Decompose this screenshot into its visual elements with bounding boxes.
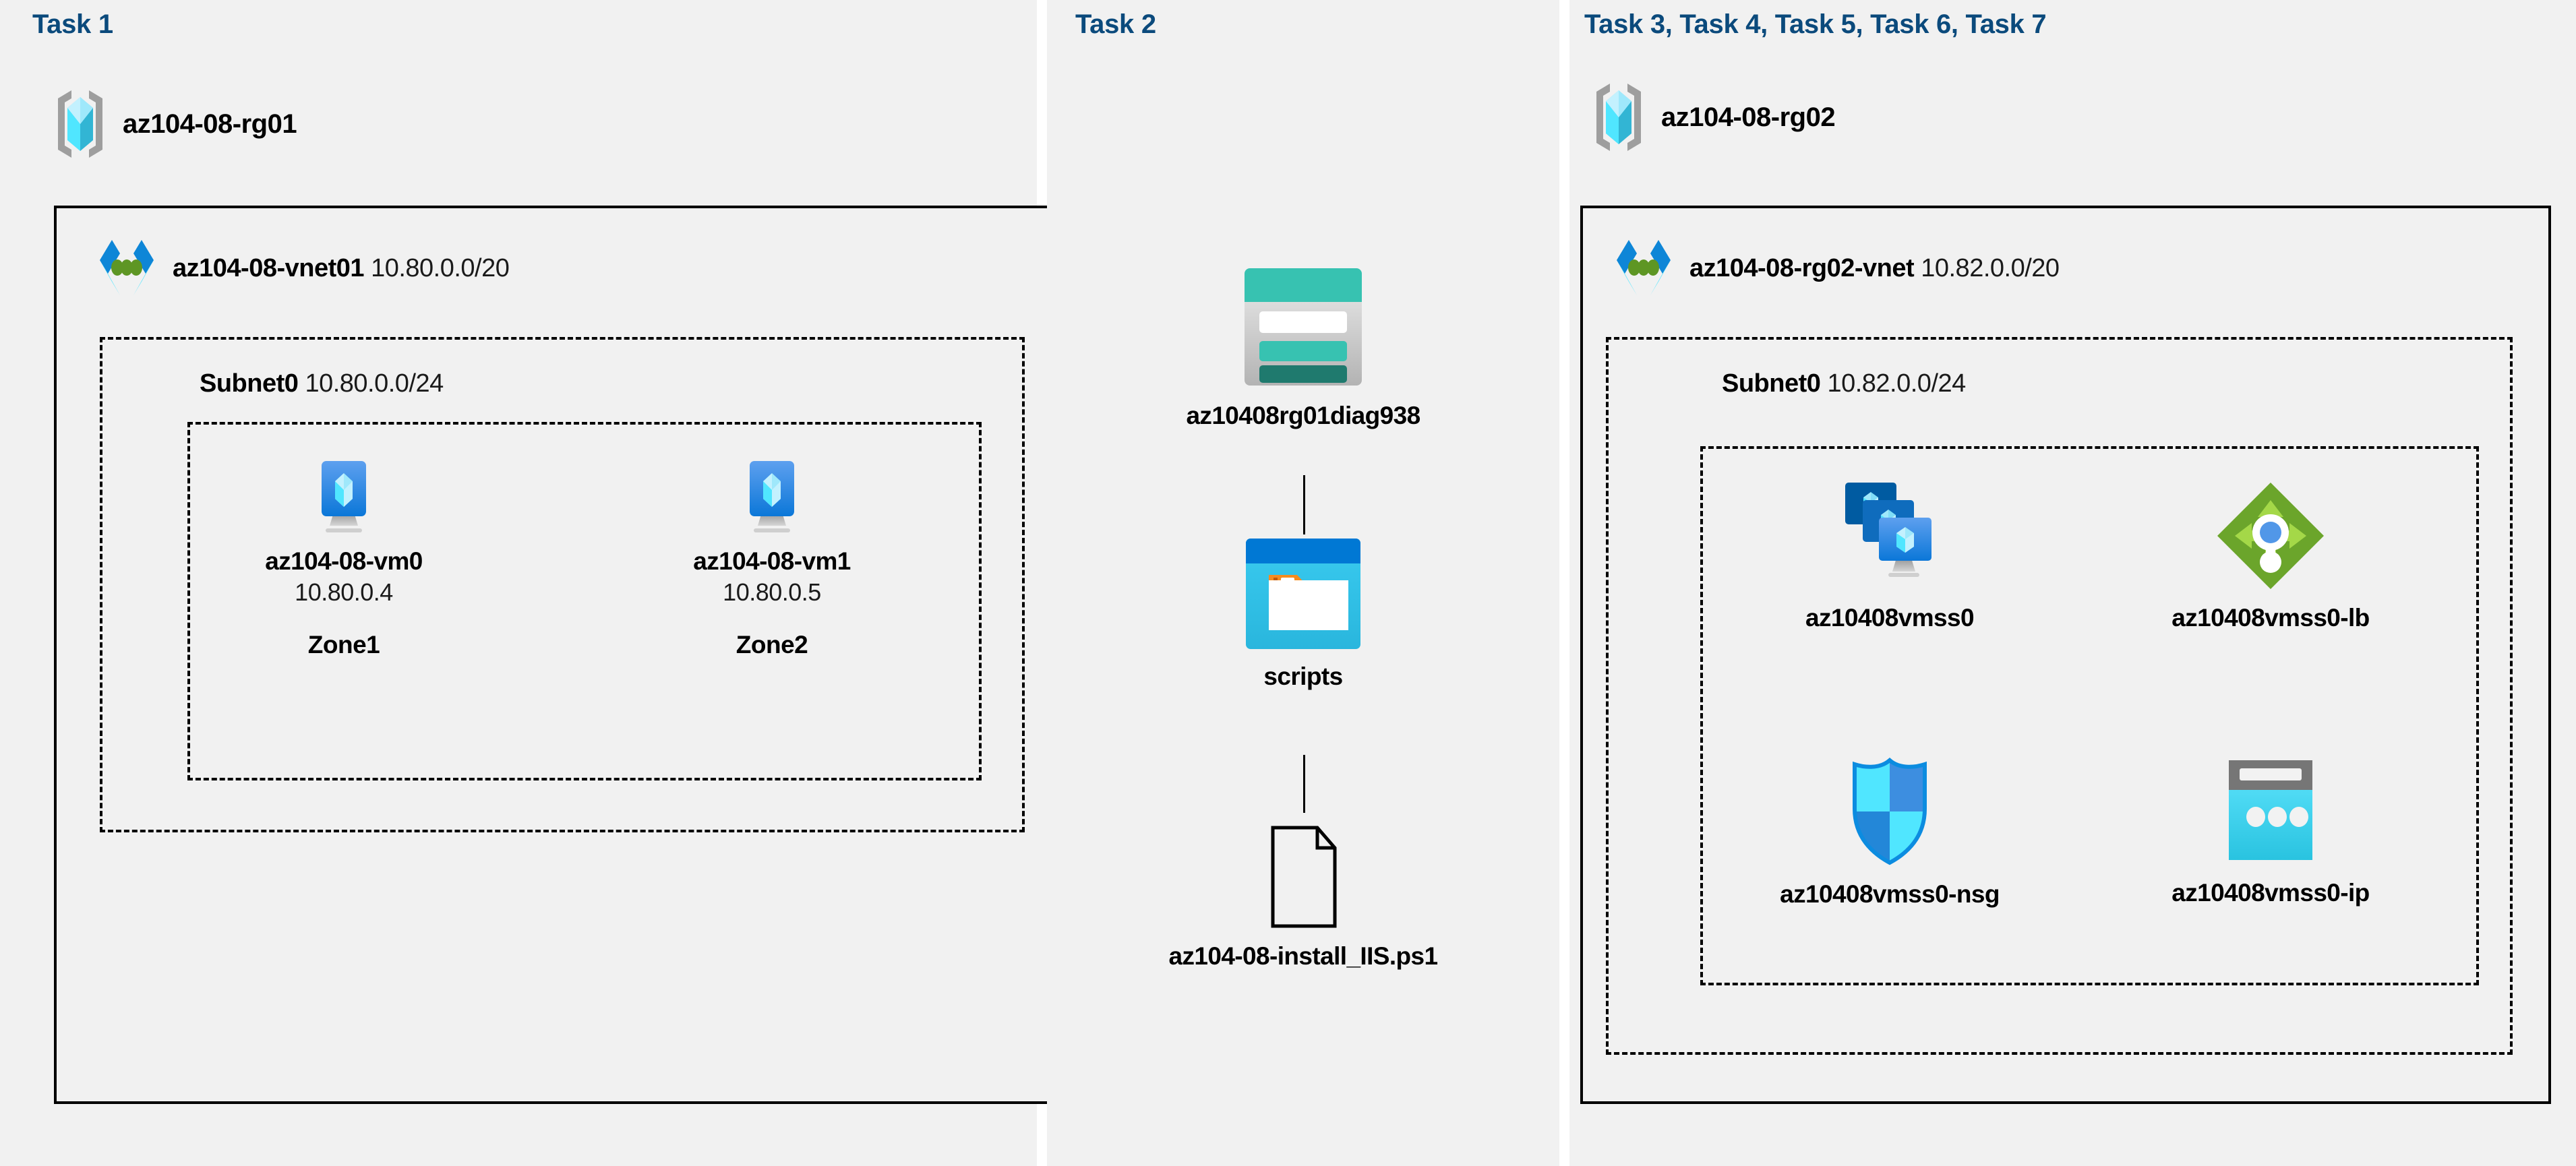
resource-group-icon bbox=[1590, 81, 1648, 154]
vm-zone: Zone1 bbox=[307, 631, 380, 658]
resource-group-az104-08-rg02: az104-08-rg02 bbox=[1590, 81, 1836, 154]
vnet-header: az104-08-rg02-vnet 10.82.0.0/20 bbox=[1610, 237, 2060, 299]
subnet-name: Subnet0 bbox=[200, 369, 299, 398]
resource-group-name: az104-08-rg01 bbox=[123, 109, 297, 139]
blob-container-icon bbox=[1242, 536, 1365, 652]
subnet-name: Subnet0 bbox=[1722, 369, 1821, 398]
resource-group-icon bbox=[51, 88, 109, 160]
vm-scale-set-icon bbox=[1836, 479, 1944, 593]
vnet-cidr: 10.82.0.0/20 bbox=[1921, 253, 2060, 282]
network-security-group-icon bbox=[1843, 755, 1937, 869]
blob-file-node[interactable]: az104-08-install_IIS.ps1 bbox=[1169, 824, 1438, 971]
task-label-3: Task 3, Task 4, Task 5, Task 6, Task 7 bbox=[1584, 9, 2047, 39]
nsg-name: az10408vmss0-nsg bbox=[1780, 880, 2000, 908]
virtual-machine-icon bbox=[735, 456, 809, 536]
subnet-cidr: 10.82.0.0/24 bbox=[1827, 369, 1966, 398]
load-balancer-node[interactable]: az10408vmss0-lb bbox=[2156, 479, 2385, 632]
vm-node-az104-08-vm0[interactable]: az104-08-vm0 10.80.0.4 Zone1 bbox=[260, 456, 428, 659]
public-ip-address-icon bbox=[2217, 755, 2325, 868]
virtual-network-icon bbox=[1610, 237, 1677, 299]
vm-zone: Zone2 bbox=[736, 631, 808, 658]
vnet-cidr: 10.80.0.0/20 bbox=[371, 253, 510, 282]
vm-name: az104-08-vm1 bbox=[693, 547, 851, 575]
connector-storage-to-container bbox=[1303, 475, 1305, 534]
resource-group-az104-08-rg01: az104-08-rg01 bbox=[51, 88, 297, 160]
storage-account-node[interactable]: az10408rg01diag938 bbox=[1186, 263, 1420, 430]
vm-node-az104-08-vm1[interactable]: az104-08-vm1 10.80.0.5 Zone2 bbox=[688, 456, 856, 659]
vnet-title-text: az104-08-vnet01 10.80.0.0/20 bbox=[173, 253, 510, 283]
load-balancer-name: az10408vmss0-lb bbox=[2171, 604, 2370, 632]
panel-task-2: Task 2 az10408rg01diag938 bbox=[1047, 0, 1559, 1166]
availability-zone-group-box bbox=[187, 422, 982, 780]
task-label-2: Task 2 bbox=[1075, 9, 1156, 39]
vnet-box-az104-08-rg02-vnet bbox=[1580, 206, 2551, 1104]
vm-ip: 10.80.0.4 bbox=[295, 578, 393, 606]
subnet-box-subnet0 bbox=[1606, 337, 2513, 1055]
virtual-network-icon bbox=[93, 237, 160, 299]
subnet-cidr: 10.80.0.0/24 bbox=[305, 369, 444, 398]
vnet-name: az104-08-rg02-vnet bbox=[1689, 253, 1915, 282]
nsg-node[interactable]: az10408vmss0-nsg bbox=[1772, 755, 2008, 909]
subnet-title: Subnet0 10.80.0.0/24 bbox=[200, 369, 444, 398]
storage-account-icon bbox=[1239, 263, 1367, 391]
panel-task-1: Task 1 az104-08-rg01 bbox=[0, 0, 1487, 1166]
public-ip-name: az10408vmss0-ip bbox=[2171, 879, 2370, 907]
load-balancer-icon bbox=[2213, 479, 2328, 593]
subnet-title: Subnet0 10.82.0.0/24 bbox=[1722, 369, 1966, 398]
resource-group-name: az104-08-rg02 bbox=[1661, 102, 1836, 132]
vnet-name: az104-08-vnet01 bbox=[173, 253, 365, 282]
vnet-title-text: az104-08-rg02-vnet 10.82.0.0/20 bbox=[1689, 254, 2060, 283]
blob-container-node[interactable]: scripts bbox=[1239, 536, 1367, 691]
vnet-header: az104-08-vnet01 10.80.0.0/20 bbox=[93, 237, 510, 299]
container-name: scripts bbox=[1263, 663, 1343, 690]
public-ip-node[interactable]: az10408vmss0-ip bbox=[2166, 755, 2375, 907]
task-label-1: Task 1 bbox=[32, 9, 113, 39]
connector-container-to-file bbox=[1303, 755, 1305, 813]
subnet-box-subnet0 bbox=[100, 337, 1025, 832]
resource-group-box bbox=[1700, 446, 2479, 985]
storage-account-name: az10408rg01diag938 bbox=[1186, 402, 1420, 429]
file-icon bbox=[1259, 824, 1347, 931]
file-name: az104-08-install_IIS.ps1 bbox=[1168, 942, 1439, 970]
panel-task-3-7: Task 3, Task 4, Task 5, Task 6, Task 7 a… bbox=[1569, 0, 2576, 1166]
vm-name: az104-08-vm0 bbox=[265, 547, 423, 575]
vmss-name: az10408vmss0 bbox=[1805, 604, 1975, 632]
vmss-node[interactable]: az10408vmss0 bbox=[1789, 479, 1991, 632]
vm-ip: 10.80.0.5 bbox=[723, 578, 821, 606]
virtual-machine-icon bbox=[307, 456, 381, 536]
